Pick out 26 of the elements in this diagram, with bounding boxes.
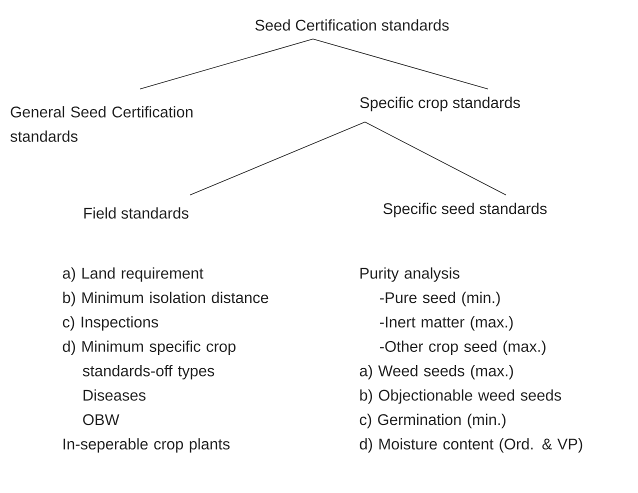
heading-text: Field standards — [84, 207, 188, 219]
node-label: a) Weed seeds (max.) — [360, 364, 513, 380]
node-label: a) Land requirement — [62, 267, 204, 282]
connector-line — [190, 122, 366, 196]
heading-text: Specific crop standards — [360, 96, 520, 112]
list-text: Purity analysis -Pure seed (min.) -Inert matter (max.) -Other crop seed (max.) a) Weed seeds (max.) b) Objectionable weed seeds c) Germination (min.) d) Moisture content (Ord. & VP) — [360, 267, 582, 453]
node-label: -Pure seed (min.) — [380, 292, 500, 306]
heading-text: Specific seed standards — [383, 202, 547, 218]
connector-line — [364, 122, 506, 196]
node-label: c) Germination (min.) — [360, 414, 506, 428]
node-label: b) Objectionable weed seeds — [360, 389, 562, 404]
node-label: -Inert matter (max.) — [380, 316, 513, 331]
node-label: d) Minimum specific crop standards-off types — [62, 340, 236, 380]
heading-text: General Seed Certification standards — [10, 106, 192, 142]
list-text: a) Land requirement b) Minimum isolation distance c) Inspections d) Minimum specific crop standards-off types Diseases OBW In-seperable crop plants — [62, 267, 268, 453]
node-label: d) Moisture content (Ord. & VP) — [360, 438, 582, 453]
connector-line — [140, 38, 314, 90]
node-label: -Other crop seed (max.) — [380, 340, 546, 356]
node-label: b) Minimum isolation distance — [63, 292, 268, 306]
node-label: OBW — [83, 414, 120, 426]
node-label: Purity analysis — [360, 267, 460, 282]
node-label: In-seperable crop plants — [64, 438, 230, 453]
node-label: c) Inspections — [62, 316, 158, 331]
heading-text: Seed Certification standards — [255, 19, 449, 31]
node-label: Diseases — [84, 389, 146, 401]
connector-line — [312, 38, 488, 90]
